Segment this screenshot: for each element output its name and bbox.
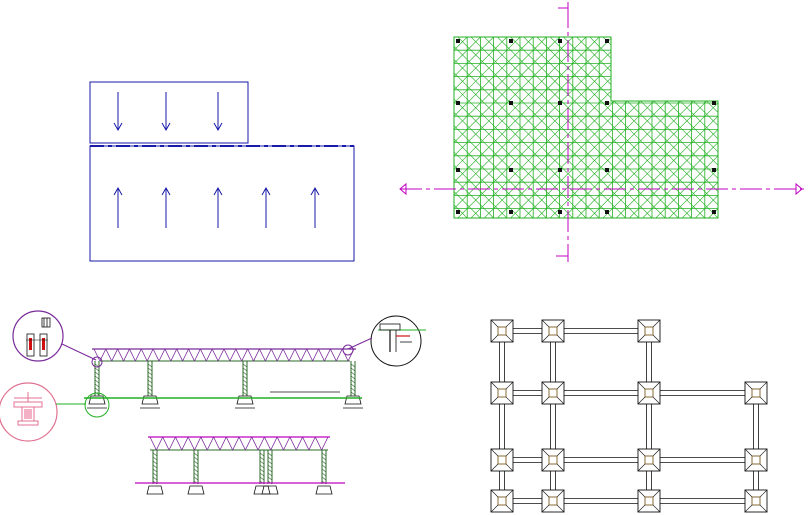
section-column (187, 450, 205, 495)
space-frame-outline (453, 36, 719, 219)
pile-cap (541, 319, 565, 343)
axis-marker-right (795, 182, 803, 196)
up-arrow (161, 186, 171, 228)
detail-callout-base (0, 382, 110, 442)
truss-column (343, 361, 363, 409)
axis-marker-top (558, 2, 569, 14)
pile-cap (490, 489, 514, 513)
load-diagram (89, 81, 355, 262)
support-node (558, 39, 562, 43)
downward-load-arrows (113, 92, 223, 132)
axis-marker-left (399, 182, 407, 196)
pile-caps (490, 319, 768, 513)
support-node (456, 101, 460, 105)
up-arrow (261, 186, 271, 228)
pile-cap (637, 489, 661, 513)
truss-column (140, 361, 160, 409)
support-node (605, 39, 609, 43)
pile-cap (490, 319, 514, 343)
pile-cap (541, 381, 565, 405)
support-node (558, 101, 562, 105)
truss-elevation (0, 310, 426, 442)
tie-beams (499, 328, 759, 504)
section-columns (146, 450, 333, 495)
upper-load-panel (89, 81, 249, 144)
truss-column (235, 361, 255, 409)
up-arrow (213, 186, 223, 228)
upward-load-arrows (113, 186, 320, 228)
truss-web-members (93, 348, 355, 362)
section-column (146, 450, 164, 495)
support-node (456, 39, 460, 43)
pile-cap (637, 381, 661, 405)
support-node (712, 210, 716, 214)
lower-load-panel (89, 145, 355, 262)
support-node (712, 101, 716, 105)
down-arrow (213, 92, 223, 132)
section-column (315, 450, 333, 495)
down-arrow (161, 92, 171, 132)
support-node (605, 168, 609, 172)
foundation-plan (490, 319, 768, 513)
detail-callout-left (12, 310, 103, 368)
support-node (509, 210, 513, 214)
axis-marker-bottom (556, 250, 569, 262)
support-node (509, 39, 513, 43)
support-node (456, 210, 460, 214)
pile-cap (637, 448, 661, 472)
section-column (261, 450, 279, 495)
pile-cap (637, 319, 661, 343)
support-node (456, 168, 460, 172)
pile-cap (541, 448, 565, 472)
support-node (712, 168, 716, 172)
support-node (558, 210, 562, 214)
pile-cap (744, 381, 768, 405)
up-arrow (113, 186, 123, 228)
pile-cap (744, 448, 768, 472)
truss-columns (87, 361, 363, 409)
support-nodes (456, 39, 716, 214)
support-node (605, 101, 609, 105)
truss-section (135, 436, 345, 495)
pile-cap (490, 381, 514, 405)
support-node (605, 210, 609, 214)
pile-cap (541, 489, 565, 513)
section-web-members (149, 436, 329, 451)
support-node (509, 168, 513, 172)
up-arrow (310, 186, 320, 228)
pile-cap (744, 489, 768, 513)
support-node (558, 168, 562, 172)
truss-column (87, 361, 107, 409)
support-node (509, 101, 513, 105)
detail-callout-right (342, 315, 426, 367)
pile-cap (490, 448, 514, 472)
down-arrow (113, 92, 123, 132)
